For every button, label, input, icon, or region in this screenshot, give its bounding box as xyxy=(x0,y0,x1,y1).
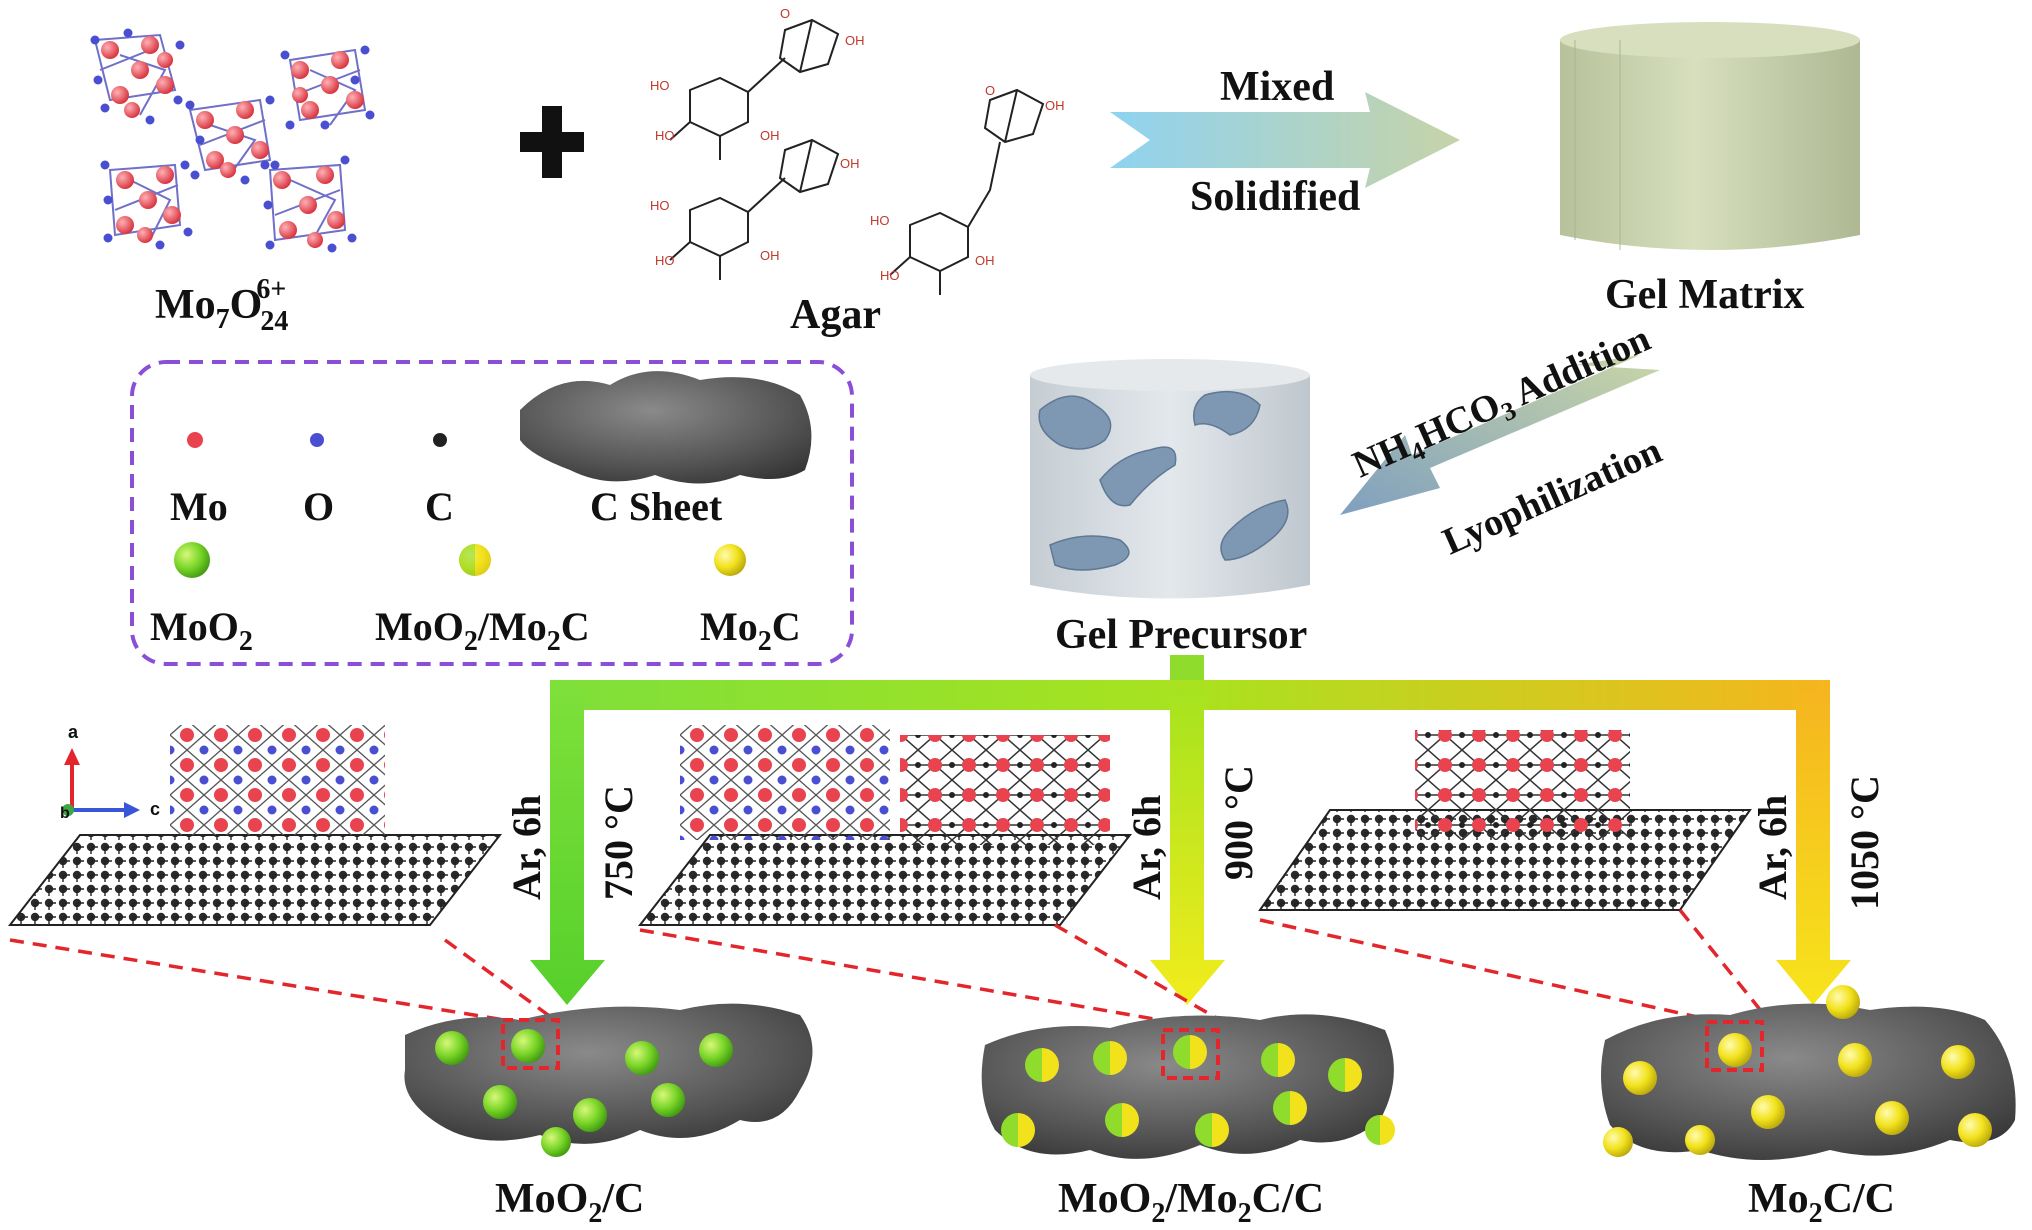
svg-text:c: c xyxy=(150,799,160,819)
legend-o: O xyxy=(303,484,334,529)
step1-below: Solidified xyxy=(1190,174,1360,220)
svg-text:OH: OH xyxy=(1045,98,1065,113)
ion-label: Mo7O246+ xyxy=(155,274,288,337)
product-moo2-c xyxy=(404,1003,813,1157)
product2-label: MoO2/Mo2C/C xyxy=(1058,1176,1324,1229)
product3-label: Mo2C/C xyxy=(1748,1176,1895,1229)
product-mo2c-c xyxy=(1601,985,2016,1160)
svg-text:O: O xyxy=(985,83,995,98)
svg-text:OH: OH xyxy=(975,253,995,268)
legend-mo2c: Mo2C xyxy=(700,604,801,657)
branch1-temperature: 750 °C xyxy=(596,785,641,900)
svg-text:HO: HO xyxy=(880,268,900,283)
mo2c-lattice-2 xyxy=(900,735,1110,845)
agar-structure xyxy=(669,18,1045,295)
svg-text:OH: OH xyxy=(840,156,860,171)
gel-precursor-cylinder xyxy=(1030,359,1310,599)
moo2-lattice-2 xyxy=(680,725,890,840)
zoom-lines xyxy=(9,908,1772,1024)
svg-text:OH: OH xyxy=(760,128,780,143)
mo-atom-icon xyxy=(187,432,203,448)
moo2-lattice-1 xyxy=(170,725,385,835)
legend-moo2: MoO2 xyxy=(150,604,253,657)
svg-text:HO: HO xyxy=(655,128,675,143)
branch3-temperature: 1050 °C xyxy=(1842,775,1887,910)
svg-text:HO: HO xyxy=(650,78,670,93)
legend-box xyxy=(130,360,854,666)
branch2-temperature: 900 °C xyxy=(1216,765,1261,880)
axis-indicator: a b c xyxy=(60,722,160,822)
graphene-sheet-1 xyxy=(7,834,503,926)
o-atom-icon xyxy=(310,433,324,447)
gel-precursor-label: Gel Precursor xyxy=(1055,612,1307,658)
c-atom-icon xyxy=(433,433,447,447)
graphene-sheet-2 xyxy=(637,834,1133,926)
svg-text:HO: HO xyxy=(650,198,670,213)
moo2-mo2c-particle-icon xyxy=(459,544,491,576)
legend-c-sheet: C Sheet xyxy=(590,484,723,529)
branch1-atmosphere: Ar, 6h xyxy=(504,795,549,900)
svg-text:HO: HO xyxy=(655,253,675,268)
moo2-particle-icon xyxy=(174,542,210,578)
gel-matrix-cylinder xyxy=(1560,22,1860,250)
mo2c-particle-icon xyxy=(714,544,746,576)
svg-text:OH: OH xyxy=(760,248,780,263)
svg-text:OH: OH xyxy=(845,33,865,48)
step1-above: Mixed xyxy=(1220,64,1334,110)
legend-mo: Mo xyxy=(170,484,228,529)
product-moo2-mo2c-c xyxy=(981,1014,1395,1159)
svg-text:b: b xyxy=(60,805,70,822)
branch2-atmosphere: Ar, 6h xyxy=(1124,795,1169,900)
mo7o24-clusters xyxy=(90,28,375,253)
svg-text:O: O xyxy=(780,6,790,21)
svg-text:a: a xyxy=(68,722,79,742)
mixed-arrow xyxy=(1110,92,1460,188)
product1-label: MoO2/C xyxy=(495,1176,644,1229)
legend-moo2-mo2c: MoO2/Mo2C xyxy=(375,604,590,657)
c-sheet-icon xyxy=(520,371,812,484)
agar-label: Agar xyxy=(790,292,881,338)
legend-c: C xyxy=(425,484,454,529)
svg-text:HO: HO xyxy=(870,213,890,228)
mo2c-lattice-3 xyxy=(1415,730,1630,840)
lyophilization-arrow xyxy=(1340,355,1660,515)
agar-atom-labels: HO HO OH OH O OH HO HO OH HO HO OH OH O xyxy=(650,6,1065,283)
branch-arrows xyxy=(530,655,1851,1005)
branch3-atmosphere: Ar, 6h xyxy=(1750,795,1795,900)
plus-icon xyxy=(520,106,584,178)
gel-matrix-label: Gel Matrix xyxy=(1605,272,1804,318)
